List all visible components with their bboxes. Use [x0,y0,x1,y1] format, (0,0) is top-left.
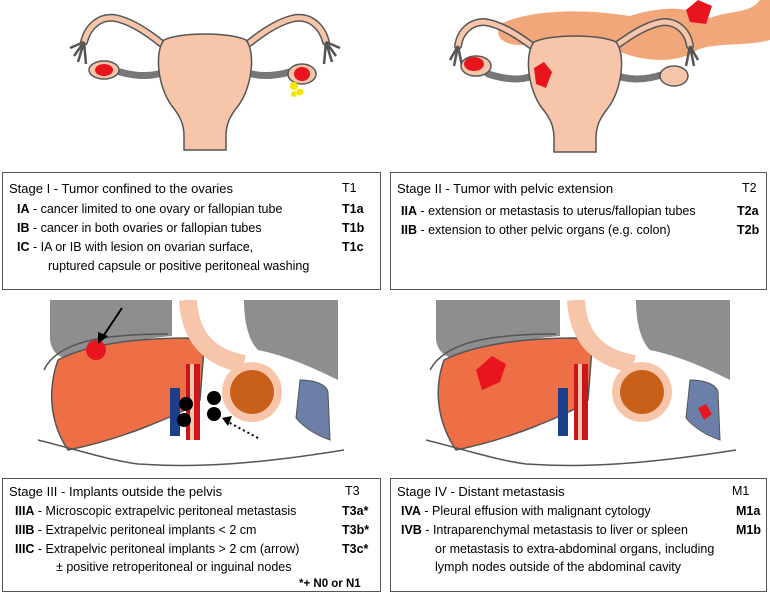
stage4-continuation-1: or metastasis to extra-abdominal organs,… [435,542,715,556]
stage3-code-iiib: T3b* [342,523,370,537]
stage4-continuation-2: lymph nodes outside of the abdominal cav… [435,560,681,574]
ruptured-capsule-spill [290,82,304,97]
stage-description: - Microscopic extrapelvic peritoneal met… [34,504,297,518]
liver-metastasis [476,356,506,390]
stage-description: - Pleural effusion with malignant cytolo… [420,504,651,518]
stage3-footnote: *+ N0 or N1 [299,578,361,590]
uterus-body [157,33,253,151]
esophagus-duodenum [567,300,636,373]
stage3-continuation: ± positive retroperitoneal or inguinal n… [56,560,292,574]
stage2-row-iib: IIB - extension to other pelvic organs (… [401,223,671,238]
implant-arrowhead [98,332,108,344]
lower-contour [38,439,344,467]
peritoneal-implant [86,340,106,360]
stage4-code-ivb: M1b [736,523,761,537]
stage3-row-iiib: IIIB - Extrapelvic peritoneal implants <… [15,523,256,538]
stage1-row-ib: IB - cancer in both ovaries or fallopian… [17,221,262,236]
stage3-code-iiia: T3a* [342,504,369,518]
stage2-code-iia: T2a [737,204,759,218]
inferior-vena-cava [558,388,568,436]
stage1-code-ic: T1c [342,240,364,254]
right-lung [244,300,338,380]
spleen [295,379,331,441]
bowel-loop [620,370,664,414]
stage3-panel: Stage III - Implants outside the pelvis … [2,478,381,592]
stage1-row-ia: IA - cancer limited to one ovary or fall… [17,202,282,217]
stage-description: - Intraparenchymal metastasis to liver o… [421,523,688,537]
uterine-tumor [534,62,552,88]
left-ovary-tumor [464,57,484,71]
stage4-abdomen-illustration [426,300,736,472]
right-fimbriae [322,40,341,65]
stage1-panel: Stage I - Tumor confined to the ovaries … [2,172,381,290]
stage4-code-iva: M1a [736,504,761,518]
stage-label: IIIC [15,542,35,556]
implant-arrow [101,307,123,339]
stage1-code-ia: T1a [342,202,364,216]
stage-label: IIB [401,223,417,237]
stage-label: IVB [401,523,422,537]
stage-description: - cancer in both ovaries or fallopian tu… [29,221,262,235]
stage-description: - Extrapelvic peritoneal implants < 2 cm [34,523,257,537]
stage2-panel: Stage II - Tumor with pelvic extension T… [390,172,767,290]
stage1-uterus-illustration [69,13,341,151]
stage3-row-iiic: IIIC - Extrapelvic peritoneal implants >… [15,542,299,557]
stage3-row-iiia: IIIA - Microscopic extrapelvic peritonea… [15,504,296,519]
stage-label: IIIB [15,523,35,537]
stage-description: - IA or IB with lesion on ovarian surfac… [29,240,254,254]
stage4-row-iva: IVA - Pleural effusion with malignant cy… [401,504,651,519]
stage2-title: Stage II - Tumor with pelvic extension [397,181,614,196]
stage4-title: Stage IV - Distant metastasis [397,484,565,499]
stage2-row-iia: IIA - extension or metastasis to uterus/… [401,204,696,219]
node-arrowhead [222,416,232,426]
stage-label: IA [17,202,30,216]
diaphragm-outline [43,333,169,371]
stage1-continuation: ruptured capsule or positive peritoneal … [48,259,310,273]
stage-label: IVA [401,504,421,518]
stage3-code: T3 [345,484,360,498]
stage-description: - extension to other pelvic organs (e.g.… [416,223,671,237]
esophagus-duodenum [179,300,246,373]
left-fimbriae [69,40,88,65]
retroperitoneal-nodes [177,391,221,427]
right-ovary [659,65,689,87]
liver [437,337,593,451]
stage1-code: T1 [342,181,357,195]
stage-label: IC [17,240,30,254]
stage-label: IIIA [15,504,35,518]
stage-description: - extension or metastasis to uterus/fall… [416,204,696,218]
stage-description: - Extrapelvic peritoneal implants > 2 cm… [34,542,300,556]
stage3-abdomen-illustration [38,300,344,472]
right-lung [636,300,730,380]
stage-label: IB [17,221,30,235]
extension-tumor [686,0,712,24]
stage2-uterus-illustration [448,0,770,153]
stage3-code-iiic: T3c* [342,542,369,556]
stage3-title: Stage III - Implants outside the pelvis [9,484,223,499]
stage4-code: M1 [732,484,750,498]
bowel-loop [230,370,274,414]
stage-description: - cancer limited to one ovary or fallopi… [29,202,283,216]
stage4-panel: Stage IV - Distant metastasis M1 IVA - P… [390,478,767,592]
stage4-row-ivb: IVB - Intraparenchymal metastasis to liv… [401,523,688,538]
stage1-title: Stage I - Tumor confined to the ovaries [9,181,234,196]
node-dotted-arrow [227,421,259,439]
right-ovary-tumor [294,67,310,81]
stage1-row-ic: IC - IA or IB with lesion on ovarian sur… [17,240,253,255]
stage2-code: T2 [742,181,757,195]
stage1-code-ib: T1b [342,221,365,235]
inferior-vena-cava [170,388,180,436]
left-ovary-tumor [95,64,113,76]
liver [50,337,205,451]
stage2-code-iib: T2b [737,223,760,237]
stage-label: IIA [401,204,417,218]
uterus-body [527,35,623,153]
spleen-metastasis [698,404,712,420]
